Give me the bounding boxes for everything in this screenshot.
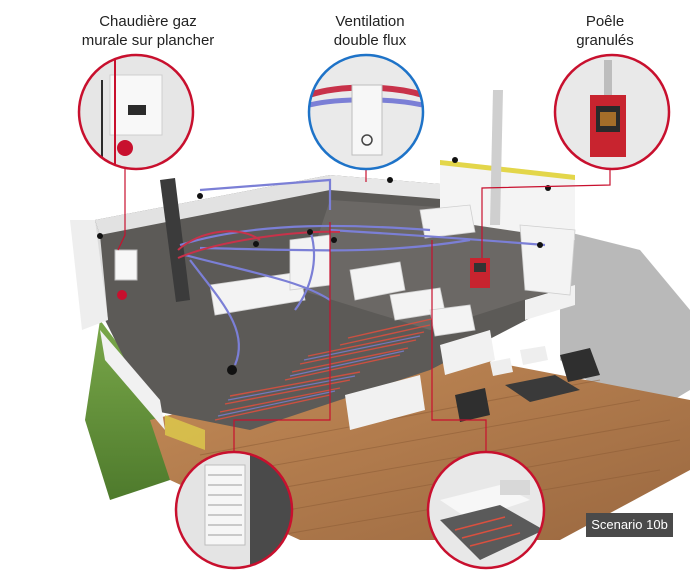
stove-label-line-1: Poêle — [585, 13, 625, 30]
boiler-callout — [77, 53, 195, 171]
boiler-label: Chaudière gaz murale sur plancher — [58, 12, 238, 50]
stove-label-line-2: granulés — [576, 32, 634, 49]
boiler-label-line-1: Chaudière gaz — [99, 13, 197, 30]
stove-callout — [553, 53, 671, 171]
boiler-label-line-2: murale sur plancher — [81, 32, 215, 49]
flue-pipes — [160, 90, 503, 302]
ventilation-ducts — [179, 178, 546, 366]
ventilation-ducts-red — [177, 230, 341, 259]
underfloor-heating-pipes — [214, 317, 437, 421]
interior-furniture — [209, 204, 576, 337]
floor-heating-callout — [426, 450, 546, 570]
vent-outlets — [97, 157, 551, 375]
terrace-furniture — [455, 346, 600, 422]
house-pellet-stove — [470, 258, 490, 288]
scenario-badge: Scenario 10b — [586, 513, 673, 537]
house-boiler — [114, 249, 138, 300]
ventilation-label-line-2: double flux — [333, 32, 407, 49]
underfloor-heating-pipes-blue — [217, 335, 421, 417]
ventilation-callout — [307, 53, 425, 171]
ventilation-label: Ventilation double flux — [300, 12, 440, 50]
ventilation-label-line-1: Ventilation — [335, 13, 405, 30]
stove-label: Poêle granulés — [555, 12, 655, 50]
walls — [70, 160, 575, 450]
callout-leader-lines — [117, 168, 611, 452]
towel-radiator-callout — [174, 450, 294, 570]
